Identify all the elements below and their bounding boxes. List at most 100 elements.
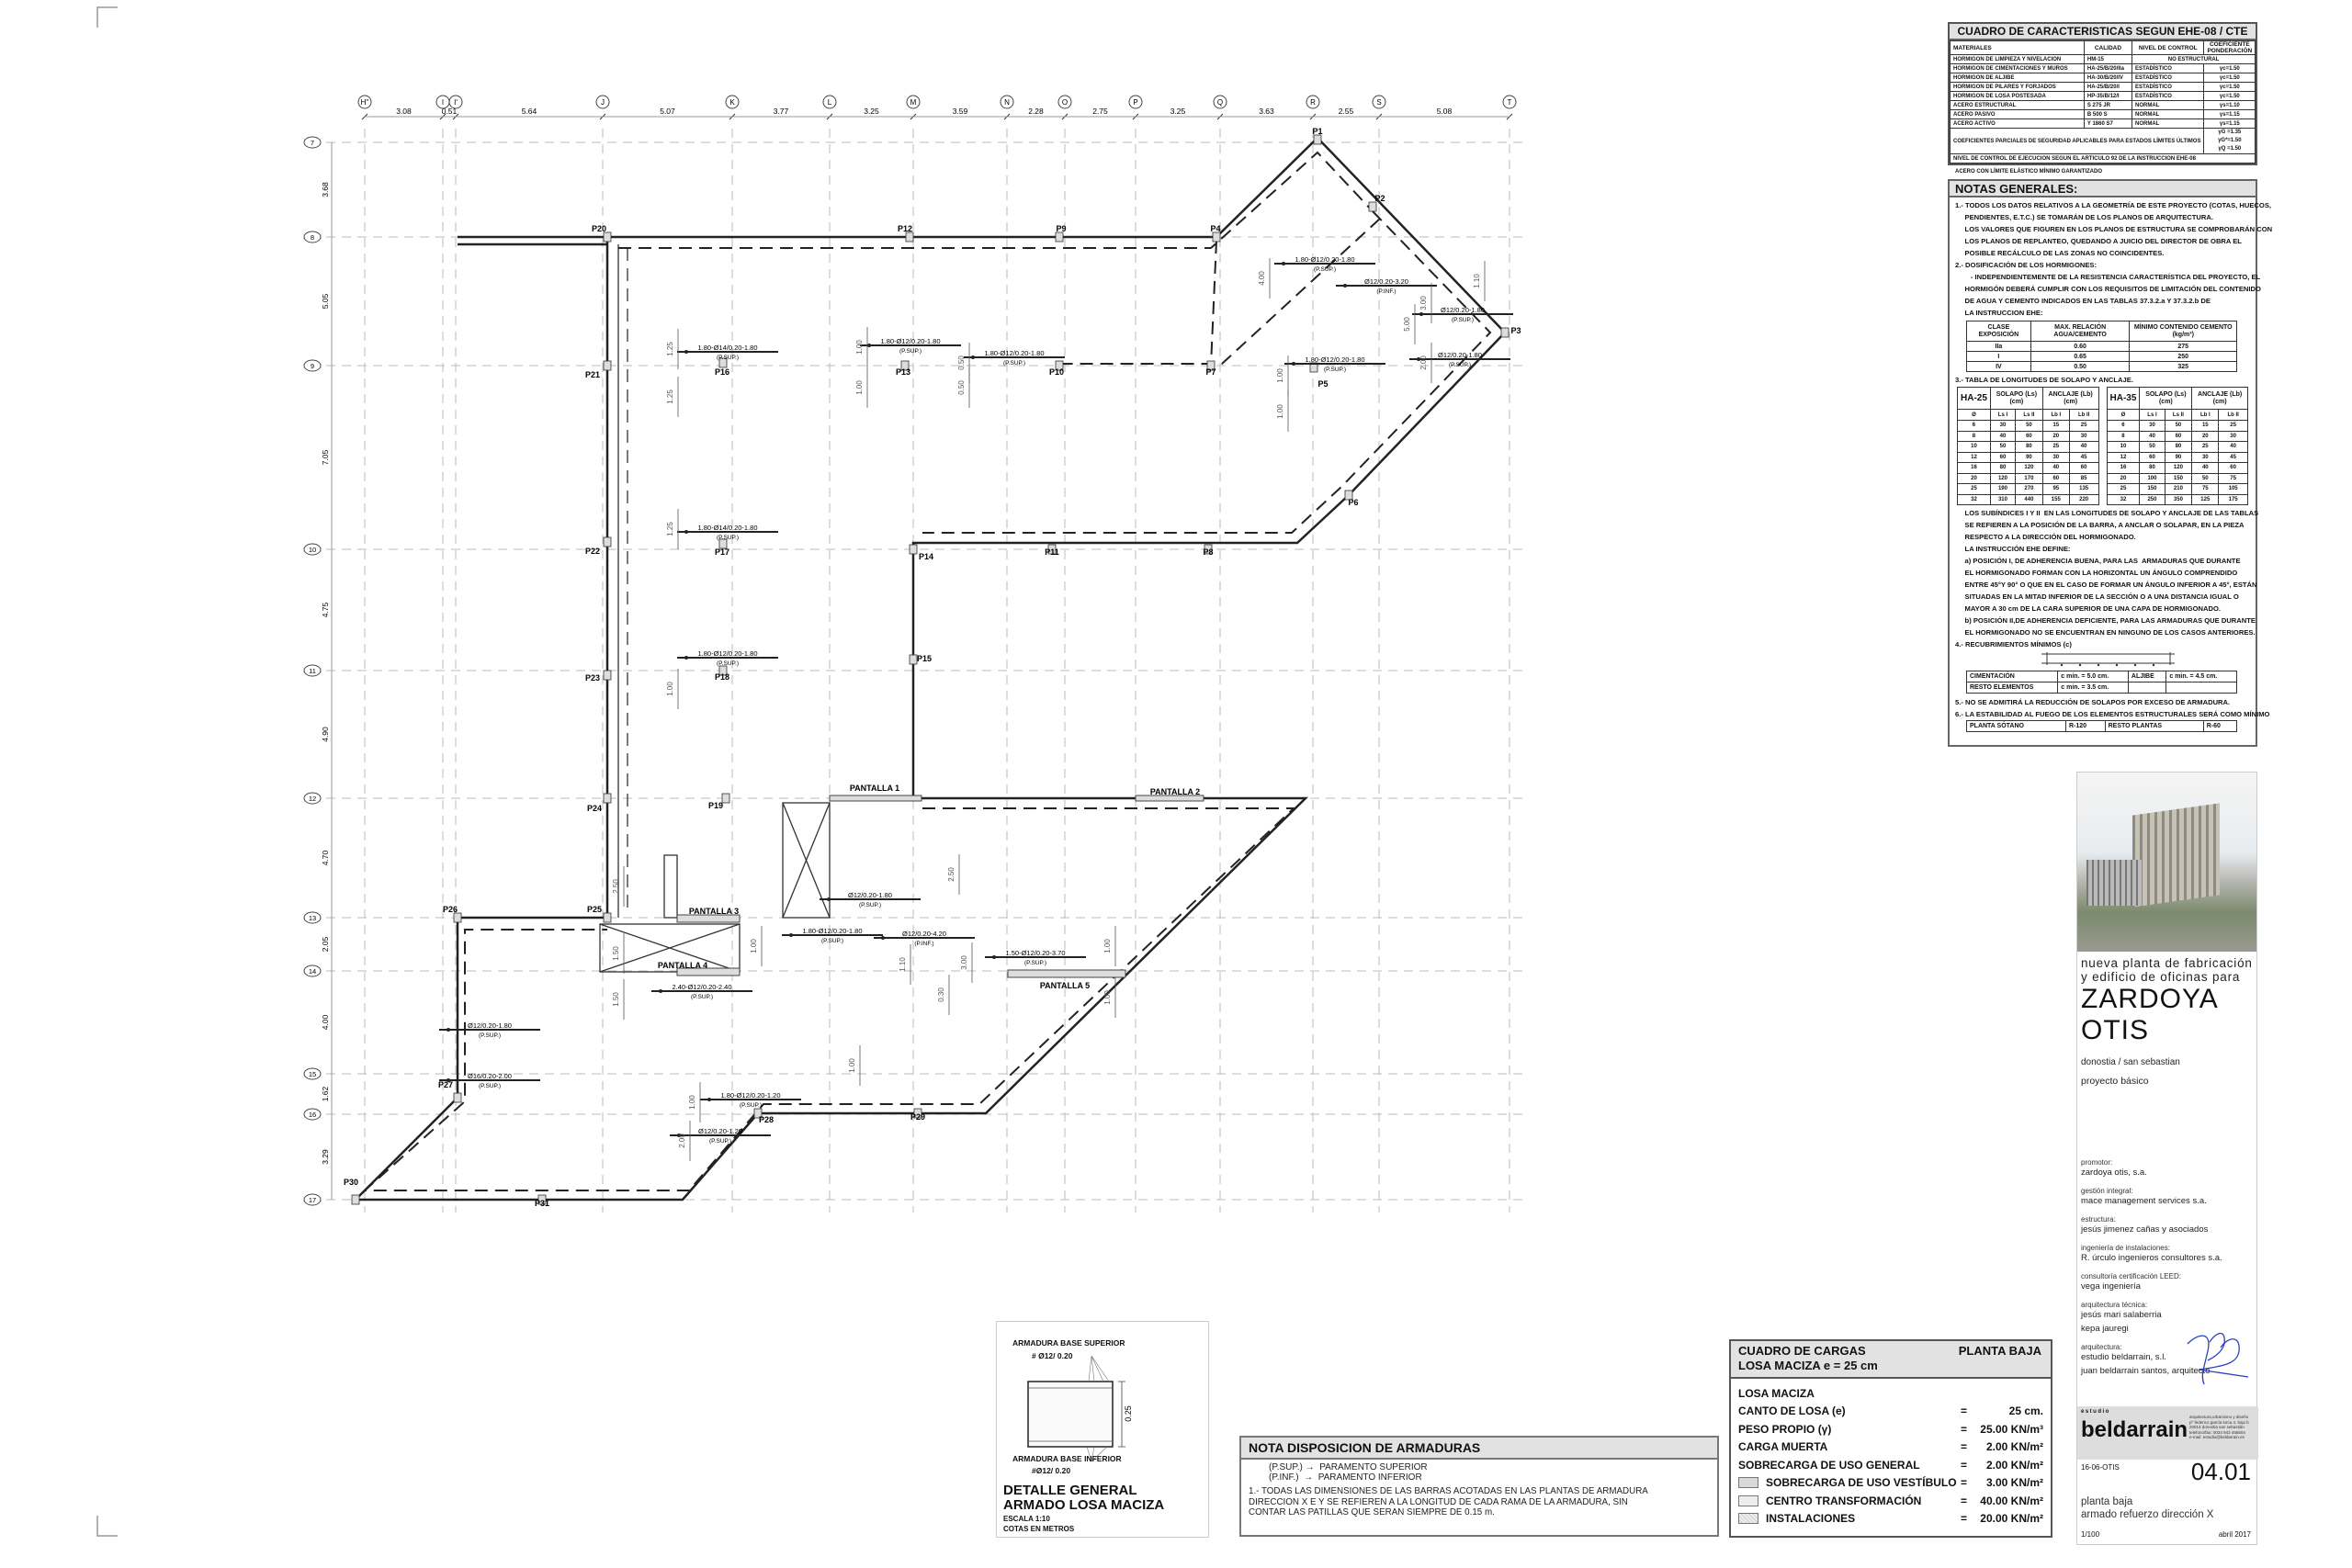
dimension-value: 1.00 — [1103, 939, 1112, 953]
table-cell: MATERIALES — [1950, 40, 2085, 55]
grid-column-label: I — [442, 98, 444, 107]
grid-column-bubble — [448, 95, 463, 109]
table-cell: 32 — [1957, 493, 1991, 505]
pillar-label: P12 — [898, 224, 912, 233]
table-cell: 120 — [2164, 462, 2193, 474]
table-cell: 10 — [1957, 441, 1991, 453]
dimension-value: 3.00 — [960, 955, 968, 970]
rebar-note-legend: (P.INF.) → PARAMENTO INFERIOR — [1269, 1472, 1422, 1483]
load-label: SOBRECARGA DE USO VESTÍBULO — [1766, 1476, 1957, 1490]
pillar-label: P25 — [587, 905, 602, 914]
table-cell: IIa — [1966, 341, 2031, 352]
grid-column-label: P — [1133, 98, 1137, 107]
table-cell: 75 — [2191, 483, 2220, 495]
table-cell: B 500 S — [2083, 109, 2132, 119]
credit-name: juan beldarrain santos, arquitecto — [2081, 1366, 2211, 1376]
grid-column-label: L — [828, 98, 832, 107]
table-cell: 0.65 — [2030, 351, 2131, 362]
studio-info-line: arquitectura,urbanismo y diseño — [2189, 1415, 2249, 1419]
pillar-label: P29 — [910, 1112, 925, 1122]
table-cell: IV — [1966, 361, 2031, 372]
pillar-label: P28 — [759, 1115, 774, 1124]
grid-column-label: N — [1004, 98, 1010, 107]
row-spacing: 4.00 — [321, 1014, 330, 1030]
table-cell: Ls I — [2139, 409, 2165, 421]
grid-row-label: 11 — [309, 667, 316, 675]
pillar-label: P11 — [1045, 547, 1059, 557]
table-cell: 20 — [2191, 430, 2220, 442]
column-spacing: 5.07 — [660, 107, 675, 116]
table-cell: 250 — [2139, 493, 2165, 505]
rebar-face: (P.SUP.) — [717, 535, 739, 541]
grid-row-bubble — [303, 1193, 322, 1206]
pillar-marker — [1368, 201, 1377, 212]
table-cell: Ls I — [1989, 409, 2017, 421]
table-cell: HORMIGON DE LOSA POSTESADA — [1950, 91, 2085, 101]
pillar-marker — [603, 793, 612, 804]
table-cell: HA-25/B/20/IIa — [2083, 63, 2132, 73]
table-cell: NORMAL — [2131, 118, 2205, 129]
grid-row-bubble — [303, 1108, 322, 1121]
table-cell: 8 — [2106, 430, 2141, 442]
grid-column-bubble — [1213, 95, 1227, 109]
column-spacing: 2.75 — [1092, 107, 1108, 116]
table-cell: HP-35/B/12/I — [2083, 91, 2132, 101]
slab-section-drawing: 0.25 — [1027, 1355, 1133, 1462]
table-cell: 6 — [1957, 420, 1991, 432]
load-label: SOBRECARGA DE USO GENERAL — [1738, 1458, 1920, 1472]
table-cell: 40 — [2068, 441, 2099, 453]
pillar-marker — [1047, 544, 1057, 555]
table-cell: 270 — [2015, 483, 2043, 495]
pillar-marker — [718, 357, 728, 368]
table-cell: 12 — [2106, 451, 2141, 463]
studio-info-line: pº federico garcía lorca 4, bajo b — [2189, 1419, 2249, 1425]
loads-title-1: CUADRO DE CARGAS — [1738, 1344, 1866, 1358]
grid-row-label: 12 — [309, 795, 316, 803]
table-cell — [2165, 682, 2237, 694]
grid-row-bubble — [303, 136, 322, 149]
rebar-note-text: DIRECCION X E Y SE REFIEREN A LA LONGITU… — [1249, 1496, 1628, 1507]
load-equals: = — [1961, 1440, 1968, 1454]
row-spacing: 1.62 — [321, 1086, 330, 1101]
rebar-node — [447, 1078, 450, 1082]
rebar-node — [867, 344, 871, 347]
rebar-spec: Ø12/0.20-1.80 — [1438, 351, 1482, 359]
table-cell: 12 — [1957, 451, 1991, 463]
pillar-label: P2 — [1374, 194, 1385, 203]
table-cell — [2127, 682, 2167, 694]
credit-group: promotor:zardoya otis, s.a. — [2081, 1158, 2255, 1179]
dimension-value: 1.25 — [666, 389, 674, 404]
table-cell: HA-25 — [1957, 387, 1991, 410]
note-line: DE AGUA Y CEMENTO INDICADOS EN LAS TABLA… — [1955, 297, 2211, 305]
rebar-face: (P.SUP.) — [821, 938, 843, 944]
grid-row-bubble — [303, 359, 322, 372]
pillar-marker — [603, 536, 612, 547]
rebar-face: (P.SUP.) — [1324, 367, 1346, 373]
table-cell: 60 — [2218, 462, 2248, 474]
rebar-node — [827, 897, 831, 901]
credit-group: gestión integral:mace management service… — [2081, 1187, 2255, 1207]
table-cell: 80 — [2015, 441, 2043, 453]
credit-role: arquitectura técnica: — [2081, 1301, 2148, 1309]
dimension-value: 1.00 — [855, 340, 864, 355]
detail-top-label: ARMADURA BASE SUPERIOR — [1012, 1338, 1125, 1348]
table-cell: Ls II — [2164, 409, 2193, 421]
grid-row-bubble — [303, 664, 322, 677]
table-cell: 0.60 — [2030, 341, 2131, 352]
credit-name: jesús jimenez cañas y asociados — [2081, 1224, 2209, 1235]
table-cell: 0.50 — [2030, 361, 2131, 372]
studio-info-line: 20014 donostia san sebastián — [2189, 1425, 2245, 1429]
dimension-value: 2.00 — [1419, 355, 1428, 370]
dimension-value: 1.00 — [848, 1058, 856, 1073]
pillar-label: P27 — [438, 1080, 453, 1089]
load-value: 40.00 KN/m² — [1980, 1494, 2043, 1507]
grid-row-label: 9 — [311, 362, 314, 370]
